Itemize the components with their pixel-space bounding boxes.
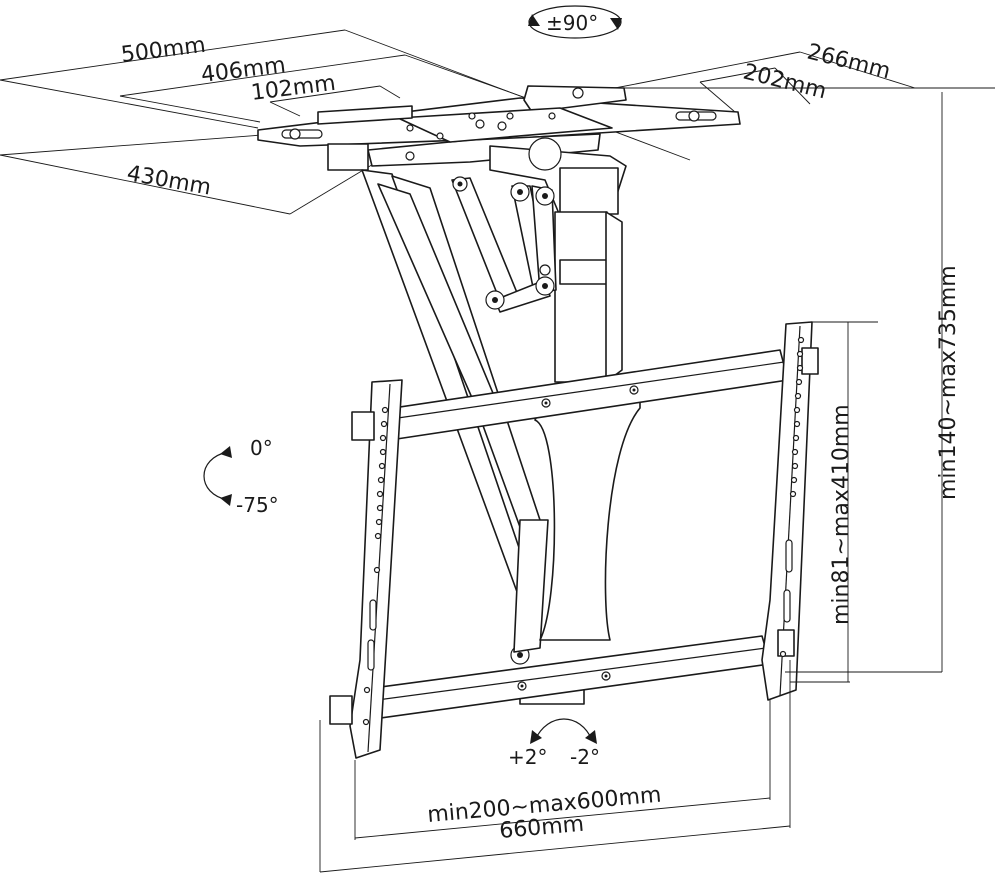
plate-dimension-lines [0,29,995,215]
swivel-arrow-icon [528,5,622,39]
tv-bracket [329,321,819,759]
tilt-bottom-label: -75° [236,493,279,517]
bottom-dimension-lines [319,660,791,873]
tilt-top-label: 0° [250,436,273,460]
height-range-label: min140~max735mm [936,265,961,500]
vesa-vertical-label: min81~max410mm [829,404,854,625]
arm-linkage [361,169,623,665]
level-minus-label: -2° [570,745,600,769]
level-arrow-icon [530,718,597,744]
level-plus-label: +2° [508,745,547,769]
left-strap-holes [362,406,389,726]
right-strap-holes [779,336,805,658]
plate-depth-label: 430mm [125,161,213,200]
ceiling-plate [257,85,741,217]
right-dimension-lines [785,92,943,683]
tilt-arrow-icon [203,446,232,506]
plate-length-label: 500mm [120,33,207,68]
swivel-angle-label: ±90° [546,11,598,35]
